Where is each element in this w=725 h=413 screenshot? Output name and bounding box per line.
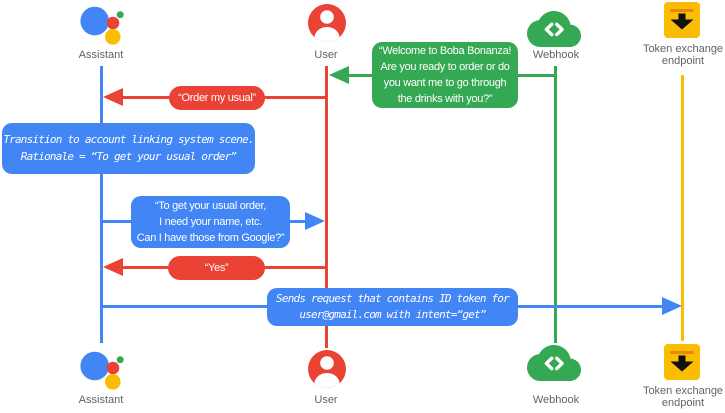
user-label-bottom: User xyxy=(314,394,338,406)
order-usual-arrowhead xyxy=(103,88,123,106)
token-exchange-endpoint-icon xyxy=(664,2,700,38)
transition-note-box: Transition to account linking system sce… xyxy=(2,123,255,174)
message-line: Can I have those from Google?” xyxy=(136,232,285,244)
user-icon xyxy=(308,350,346,388)
webhook-label-bottom: Webhook xyxy=(532,394,580,406)
assistant-label-bottom: Assistant xyxy=(78,394,124,406)
welcome-arrowhead xyxy=(329,66,349,84)
user-lifeline xyxy=(325,66,328,348)
webhook-lifeline xyxy=(554,66,557,343)
yes-message-box: “Yes” xyxy=(168,256,265,280)
webhook-cloud-icon xyxy=(527,10,581,47)
message-line: Sends request that contains ID token for xyxy=(276,291,510,305)
user-icon xyxy=(308,4,346,42)
google-assistant-icon xyxy=(70,345,124,391)
google-assistant-icon xyxy=(70,0,124,46)
message-line: “Order my usual” xyxy=(178,92,256,104)
message-line: Are you ready to order or do xyxy=(380,61,510,73)
order-usual-message-box: “Order my usual” xyxy=(169,86,265,110)
ask-google-arrowhead xyxy=(305,212,325,230)
message-line: I need your name, etc. xyxy=(159,216,262,228)
yes-arrowhead xyxy=(103,258,123,276)
token-endpoint-label-bottom: Token exchange endpoint xyxy=(642,385,724,409)
message-line: “Yes” xyxy=(204,262,229,274)
message-line: you want me to go through xyxy=(383,77,507,89)
message-line: “To get your usual order, xyxy=(154,200,267,212)
message-line: “Welcome to Boba Bonanza! xyxy=(378,45,512,57)
token-request-message-box: Sends request that contains ID token for… xyxy=(267,288,518,326)
webhook-cloud-icon xyxy=(527,345,581,381)
assistant-label-top: Assistant xyxy=(78,49,124,61)
token-endpoint-lifeline xyxy=(681,75,684,341)
webhook-label-top: Webhook xyxy=(532,49,580,61)
message-line: Transition to account linking system sce… xyxy=(3,133,254,146)
token-exchange-endpoint-icon xyxy=(664,344,700,380)
message-line: Rationale = “To get your usual order” xyxy=(20,149,237,163)
assistant-lifeline xyxy=(100,66,103,343)
ask-google-message-box: “To get your usual order, I need your na… xyxy=(131,196,290,248)
user-label-top: User xyxy=(314,49,338,61)
welcome-message-box: “Welcome to Boba Bonanza! Are you ready … xyxy=(372,42,518,108)
token-request-arrowhead xyxy=(662,297,682,315)
message-line: the drinks with you?” xyxy=(397,93,493,105)
message-line: user@gmail.com with intent=“get” xyxy=(299,308,486,321)
token-endpoint-label-top: Token exchange endpoint xyxy=(642,43,724,67)
